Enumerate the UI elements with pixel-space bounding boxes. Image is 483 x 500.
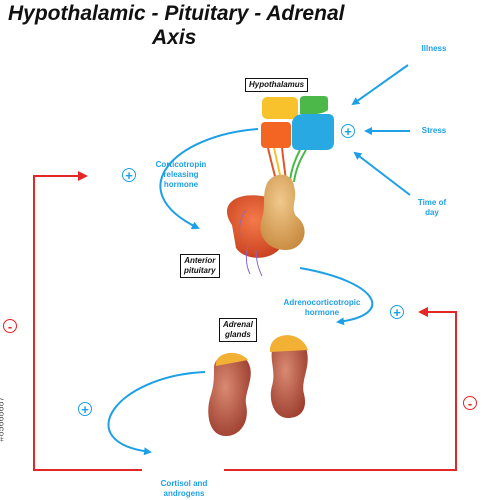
hypothalamus-graphic (261, 96, 334, 150)
time-of-day-line-1: Time of (417, 198, 447, 207)
acth-arrow (299, 267, 374, 326)
hypothalamus-label-text: Hypothalamus (249, 80, 305, 89)
left-kidney (208, 352, 251, 436)
adrenal-glands-line-2: glands (225, 330, 251, 339)
illness-arrow (351, 64, 409, 106)
cortisol-line-1: Cortisol and (160, 479, 208, 488)
cortisol-arrow (107, 371, 206, 456)
time-of-day-label: Time of day (410, 198, 454, 218)
anterior-pituitary-line-2: pituitary (184, 266, 216, 275)
crh-label: Corticotropin releasing hormone (146, 160, 216, 190)
hypothalamus-yellow-block (262, 97, 298, 119)
title-line-1: Hypothalamic - Pituitary - Adrenal (8, 2, 345, 25)
acth-label: Adrenocorticotropic hormone (272, 298, 372, 318)
right-feedback-minus-icon: - (463, 396, 477, 410)
anterior-pituitary-label: Anterior pituitary (180, 254, 220, 278)
stress-plus-icon: + (341, 124, 355, 138)
crh-arrow (159, 128, 259, 229)
title-line-2: Axis (152, 26, 197, 49)
hypothalamus-blue-block (292, 114, 334, 150)
acth-line-2: hormone (304, 308, 340, 317)
cortisol-plus-icon: + (78, 402, 92, 416)
hypothalamus-label: Hypothalamus (245, 78, 309, 92)
watermark-id: #85668687 (0, 396, 6, 442)
crh-line-3: hormone (163, 180, 199, 189)
right-negative-feedback-line (224, 307, 457, 471)
acth-plus-icon: + (390, 305, 404, 319)
left-adrenal-cap (215, 352, 248, 366)
anterior-pituitary-line-1: Anterior (184, 256, 216, 265)
pituitary-graphic (226, 174, 305, 277)
crh-line-2: releasing (163, 170, 199, 179)
time-of-day-line-2: day (425, 208, 439, 217)
crh-line-1: Corticotropin (155, 160, 207, 169)
hypothalamus-green-block (300, 96, 328, 115)
adrenal-glands-line-1: Adrenal (223, 320, 253, 329)
cortisol-label: Cortisol and androgens (142, 479, 226, 499)
posterior-lobe (260, 174, 305, 250)
adrenal-glands-label: Adrenal glands (219, 318, 257, 342)
hypothalamus-orange-block (261, 122, 291, 148)
left-feedback-minus-icon: - (3, 319, 17, 333)
stress-label: Stress (421, 126, 447, 135)
crh-plus-icon: + (122, 168, 136, 182)
acth-line-1: Adrenocorticotropic (283, 298, 361, 307)
right-adrenal-cap (269, 335, 308, 352)
illness-label: Illness (421, 44, 447, 53)
left-negative-feedback-line (33, 171, 142, 471)
time-of-day-arrow (353, 151, 411, 196)
cortisol-line-2: androgens (163, 489, 205, 498)
right-kidney (269, 335, 308, 418)
